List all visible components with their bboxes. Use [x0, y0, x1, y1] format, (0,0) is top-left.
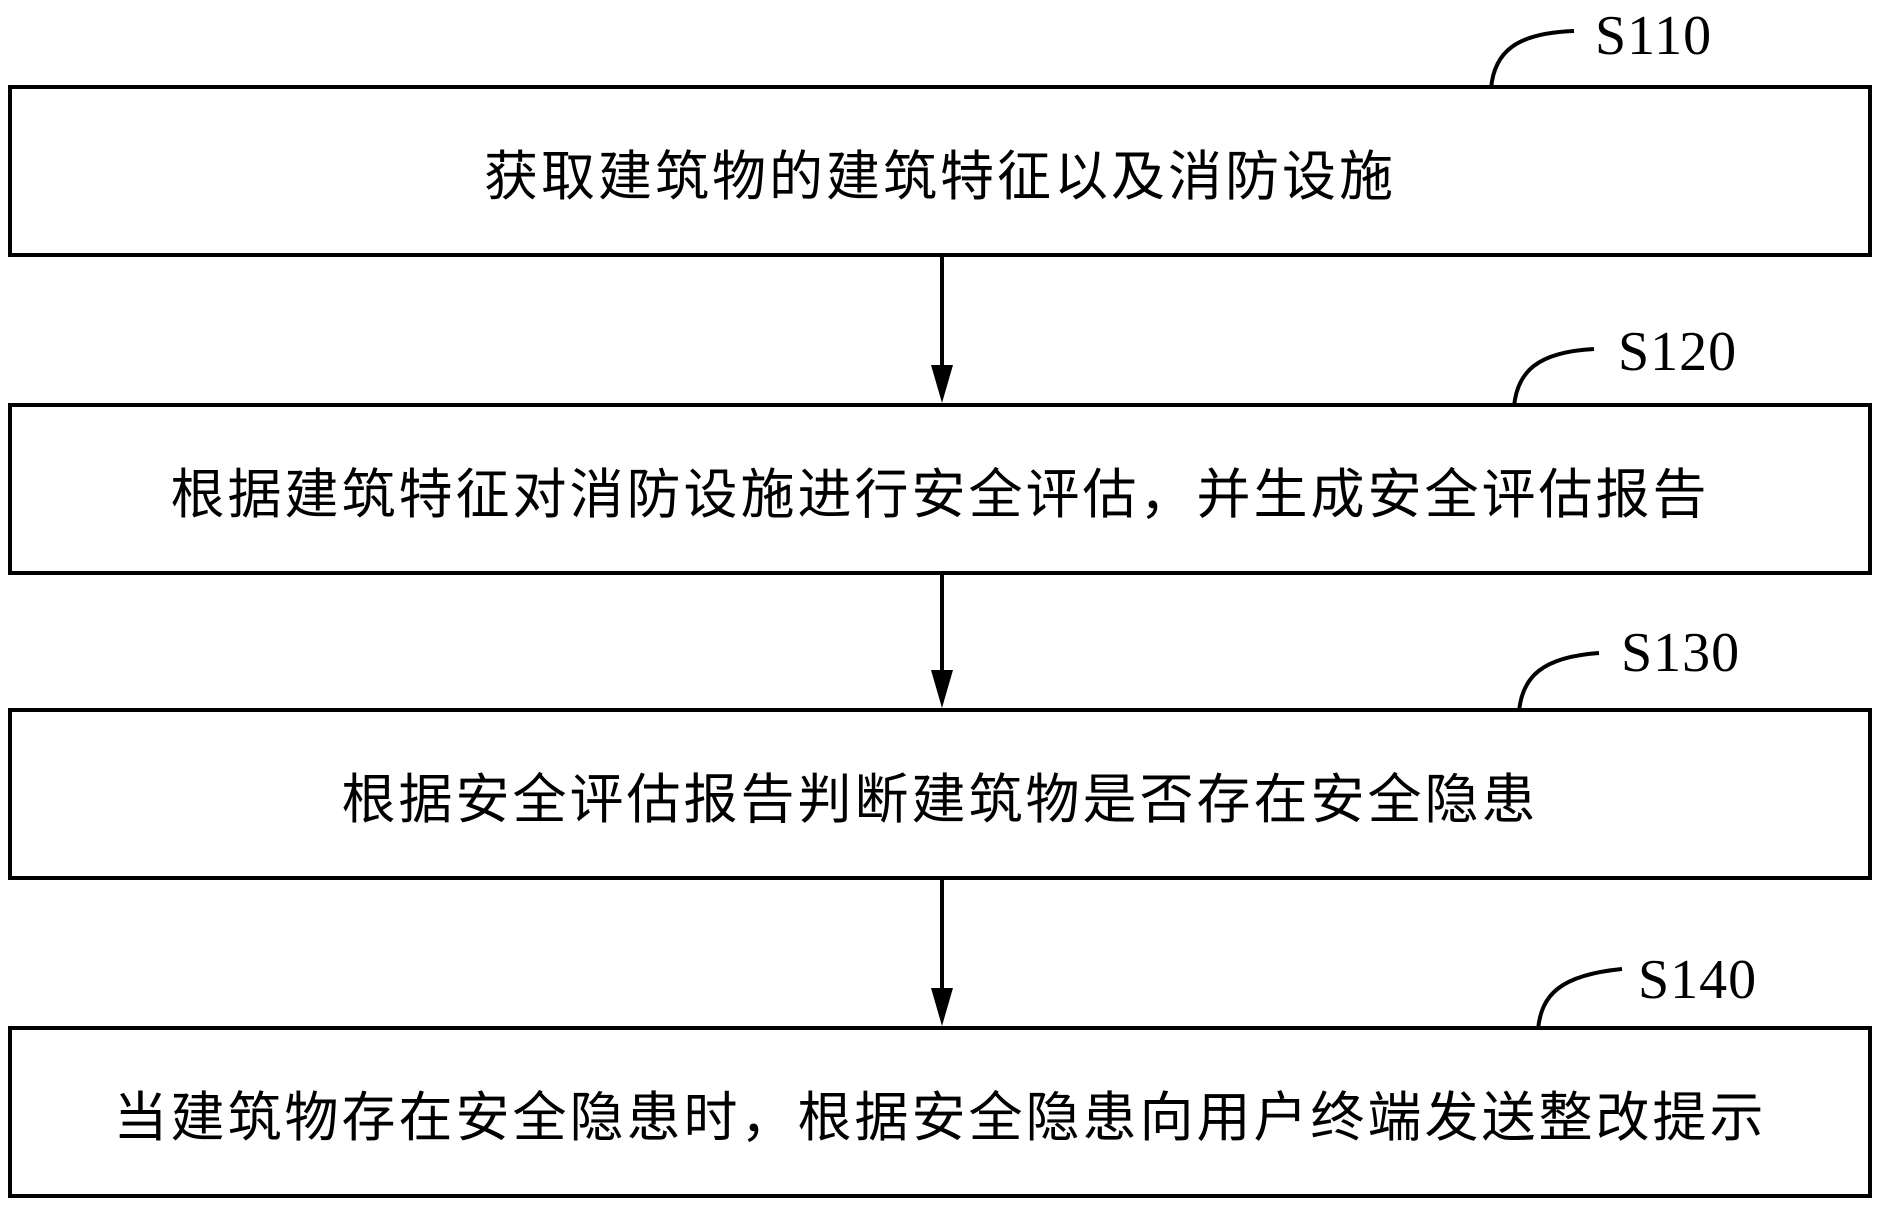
arrow-head-icon: [931, 365, 953, 403]
arrow-line: [940, 880, 944, 988]
step-label-s140: S140: [1638, 949, 1758, 1011]
step-label-s120: S120: [1618, 321, 1738, 383]
leader-curve-s140: [1536, 967, 1623, 1031]
flow-arrow-3: [931, 880, 953, 1026]
step-text-s120: 根据建筑特征对消防设施进行安全评估，并生成安全评估报告: [170, 464, 1710, 525]
leader-curve-s130: [1517, 651, 1600, 713]
leader-curve-s120: [1512, 347, 1595, 408]
step-box-s120: 根据建筑特征对消防设施进行安全评估，并生成安全评估报告: [8, 403, 1872, 575]
step-label-s130: S130: [1621, 622, 1741, 684]
step-text-s140: 当建筑物存在安全隐患时，根据安全隐患向用户终端发送整改提示: [113, 1087, 1767, 1148]
step-box-s140: 当建筑物存在安全隐患时，根据安全隐患向用户终端发送整改提示: [8, 1026, 1872, 1198]
arrow-head-icon: [931, 670, 953, 708]
arrow-line: [940, 575, 944, 670]
flow-arrow-1: [931, 257, 953, 403]
leader-curve-s110: [1489, 29, 1575, 90]
step-box-s130: 根据安全评估报告判断建筑物是否存在安全隐患: [8, 708, 1872, 880]
arrow-line: [940, 257, 944, 365]
step-box-s110: 获取建筑物的建筑特征以及消防设施: [8, 85, 1872, 257]
step-text-s110: 获取建筑物的建筑特征以及消防设施: [484, 146, 1396, 207]
step-label-s110: S110: [1595, 5, 1713, 67]
arrow-head-icon: [931, 988, 953, 1026]
flow-arrow-2: [931, 575, 953, 708]
step-text-s130: 根据安全评估报告判断建筑物是否存在安全隐患: [341, 769, 1539, 830]
